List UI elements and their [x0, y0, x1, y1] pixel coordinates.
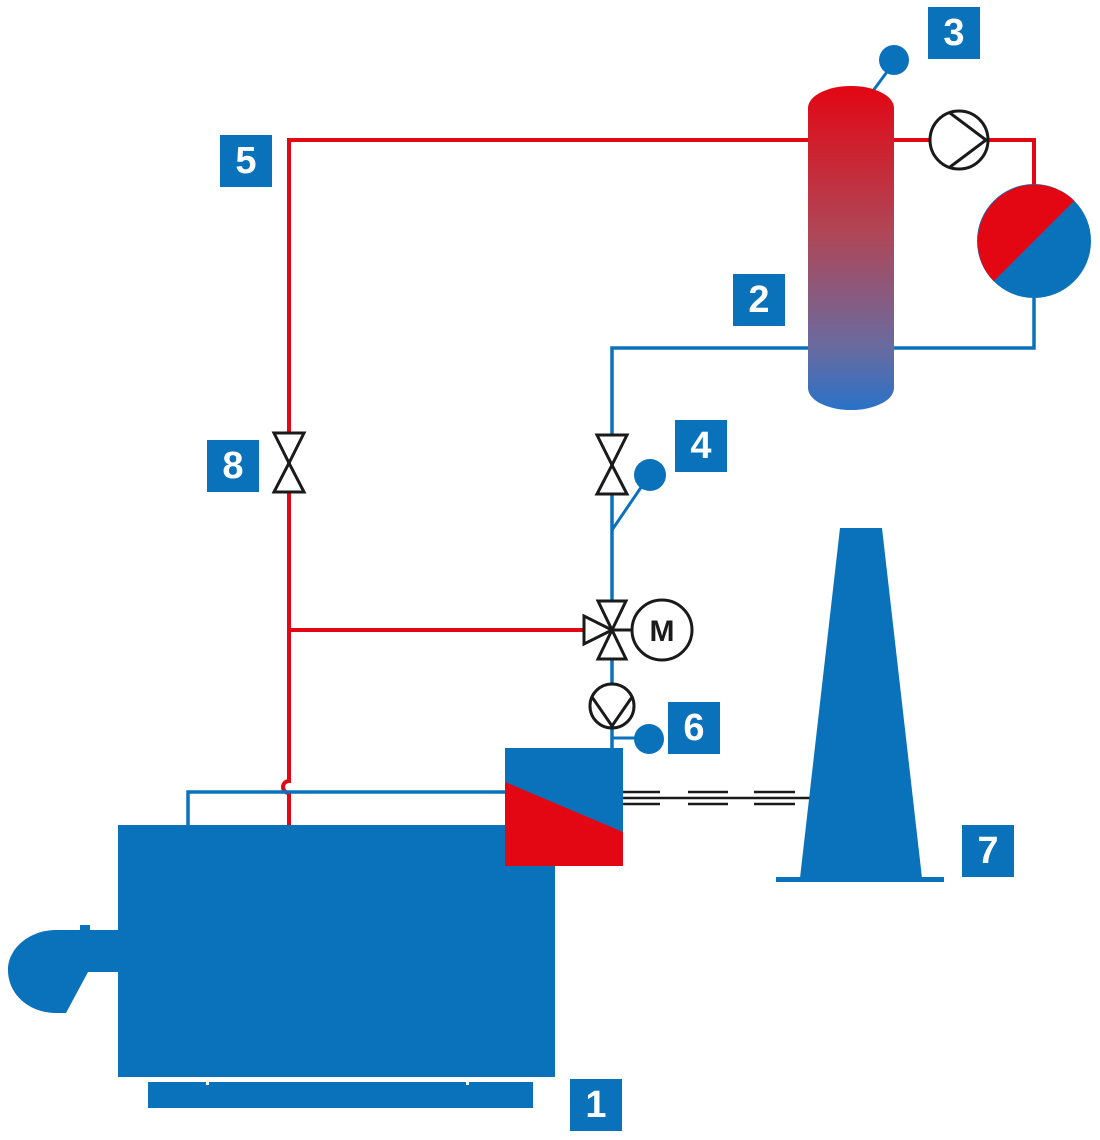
- boiler-burner: [8, 930, 122, 1013]
- label-chimney: 7: [962, 825, 1014, 877]
- tank-body: [808, 86, 894, 410]
- flue-duct: [623, 790, 812, 806]
- chimney-ground: [776, 877, 944, 882]
- return-pipes: [186, 298, 1036, 825]
- boiler-base-leg-left: [206, 1077, 209, 1085]
- valve-motor: [630, 598, 694, 662]
- label-storage-tank: 2: [733, 274, 785, 326]
- return-shutoff-valve-icon: [594, 433, 630, 496]
- chimney-stack: [800, 528, 922, 878]
- motorized-three-way-valve-icon: M: [582, 598, 694, 662]
- heat-consumer-icon: [977, 184, 1091, 298]
- boiler-circulation-pump-icon: [588, 682, 636, 730]
- label-return-sensor: 4: [675, 420, 727, 472]
- label-boiler: 1: [570, 1079, 622, 1131]
- boiler-icon: [8, 825, 555, 1108]
- boiler-body: [118, 825, 555, 1077]
- return-sensor-stem: [610, 482, 646, 531]
- label-flow-pipe: 5: [220, 135, 272, 187]
- motor-label: M: [650, 615, 675, 648]
- burner-connector: [80, 925, 90, 935]
- pump-temperature-sensor-icon: [634, 724, 664, 754]
- consumer-return-pipe: [893, 298, 1036, 350]
- bypass-shutoff-valve-icon: [271, 431, 307, 494]
- label-pump-sensor: 6: [668, 702, 720, 754]
- consumer-hot-half: [977, 184, 1075, 282]
- boiler-return-pipe: [186, 790, 505, 825]
- main-flow-pipe: [281, 138, 810, 825]
- boiler-base-leg-right: [466, 1077, 469, 1085]
- tank-return-pipe: [610, 346, 810, 600]
- tank-temperature-sensor-icon: [879, 45, 909, 75]
- return-temperature-sensor-icon: [634, 459, 666, 491]
- consumer-circulation-pump-icon: [928, 109, 990, 171]
- buffer-tank-icon: [808, 86, 894, 410]
- chimney-icon: [776, 528, 944, 882]
- boiler-base: [148, 1082, 533, 1108]
- flue-gas-heat-exchanger-icon: [505, 748, 623, 866]
- label-tank-sensor: 3: [928, 7, 980, 59]
- label-bypass-valve: 8: [207, 440, 259, 492]
- heat-exchanger-hot-section: [505, 782, 623, 866]
- consumer-flow-pipe: [893, 138, 1036, 185]
